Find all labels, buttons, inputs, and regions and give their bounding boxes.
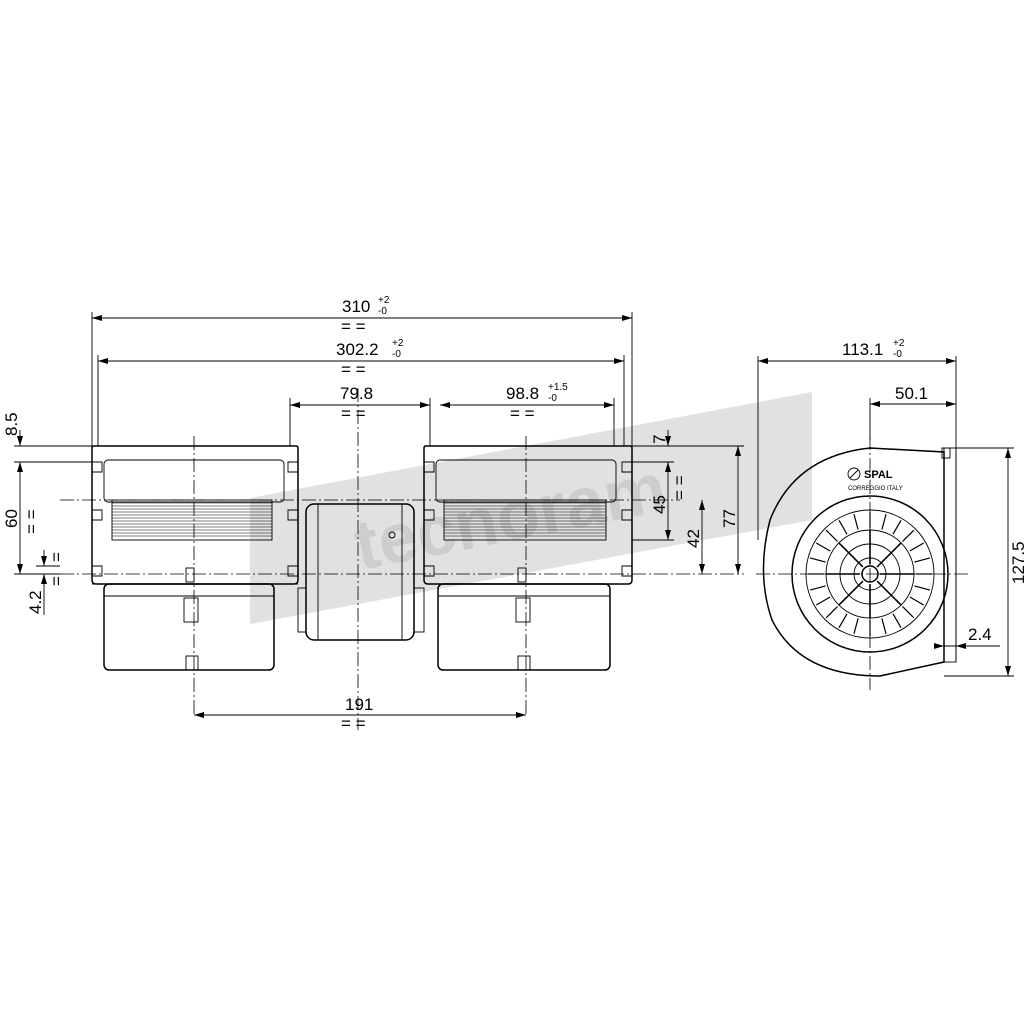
inlet-spoke bbox=[838, 580, 864, 606]
motor-body bbox=[297, 503, 425, 641]
logo-subtitle: CORREGGIO ITALY bbox=[848, 486, 903, 492]
sym-mark-191: = = bbox=[341, 714, 366, 733]
inlet-rib bbox=[881, 618, 887, 635]
inlet-rib bbox=[892, 613, 902, 628]
dim-scroll-width-tol-minus: -0 bbox=[548, 393, 557, 404]
dim-side-depth-tol-plus: +2 bbox=[893, 338, 905, 349]
sym-mark-302: = = bbox=[341, 360, 366, 379]
housing-clips bbox=[183, 567, 531, 671]
inlet-spoke bbox=[876, 542, 902, 568]
inlet-rib bbox=[909, 542, 924, 552]
dim-side-height: 127.5 bbox=[1009, 541, 1024, 584]
inlet-spoke bbox=[876, 580, 902, 606]
inlet-rib bbox=[881, 513, 887, 530]
left-scroll-housing bbox=[91, 445, 299, 671]
sym-mark-45: = = bbox=[670, 475, 689, 500]
dim-overall-length-tol-minus: -0 bbox=[378, 306, 387, 317]
watermark: tecnoram bbox=[250, 392, 812, 624]
inlet-rib bbox=[838, 520, 848, 535]
inlet-rib bbox=[809, 557, 826, 563]
inlet-rib bbox=[816, 542, 831, 552]
inlet-rib bbox=[909, 596, 924, 606]
dim-flange-thickness: 2.4 bbox=[968, 625, 992, 644]
dim-axis-to-top: 77 bbox=[720, 509, 739, 528]
dim-side-depth-tol-minus: -0 bbox=[893, 349, 902, 360]
inlet-rib bbox=[838, 613, 848, 628]
left-impeller-blades bbox=[112, 502, 272, 537]
sym-mark-988: = = bbox=[510, 404, 535, 423]
side-inlet-spokes bbox=[808, 512, 932, 636]
dim-outlet-offset-top: 8.5 bbox=[2, 412, 21, 436]
right-impeller-blades bbox=[444, 502, 606, 537]
inlet-rib bbox=[809, 585, 826, 591]
dim-scroll-width: 98.8 bbox=[506, 384, 539, 403]
dim-body-length-tol-plus: +2 bbox=[392, 338, 404, 349]
sym-mark-310: = = bbox=[341, 317, 366, 336]
dim-outlet-height: 60 bbox=[2, 509, 21, 528]
sym-mark-60: = = bbox=[22, 509, 41, 534]
inlet-rib bbox=[853, 513, 859, 530]
inlet-rib bbox=[825, 606, 838, 619]
dim-overall-length: 310 bbox=[342, 297, 370, 316]
sym-mark-42b: = bbox=[47, 576, 66, 586]
inlet-spoke bbox=[838, 542, 864, 568]
inlet-rib bbox=[853, 618, 859, 635]
side-dimensions: 113.1 +2 -0 50.1 127.5 2.4 bbox=[757, 338, 1024, 677]
dim-scroll-width-tol-plus: +1.5 bbox=[548, 382, 568, 393]
inlet-rib bbox=[892, 520, 902, 535]
dim-axis-to-outlet: 42 bbox=[684, 529, 703, 548]
dim-side-depth: 113.1 bbox=[842, 340, 883, 359]
sym-mark-798: = = bbox=[341, 404, 366, 423]
inlet-rib bbox=[914, 585, 931, 591]
front-view bbox=[60, 388, 744, 730]
inlet-rib bbox=[902, 529, 915, 542]
inlet-rib bbox=[816, 596, 831, 606]
dim-wheel-spacing: 191 bbox=[345, 695, 373, 714]
front-dimensions: 310 +2 -0 = = 302.2 +2 -0 = = 79.8 = = 9… bbox=[2, 295, 744, 733]
inlet-rib bbox=[825, 529, 838, 542]
inlet-rib bbox=[902, 606, 915, 619]
dim-shaft-offset: 4.2 bbox=[26, 590, 45, 614]
dim-motor-width: 79.8 bbox=[340, 384, 373, 403]
side-view: SPAL CORREGGIO ITALY bbox=[756, 436, 970, 690]
dim-outlet-inner: 45 bbox=[650, 495, 669, 514]
dim-flange-offset: 7 bbox=[650, 435, 669, 444]
dim-body-length-tol-minus: -0 bbox=[392, 349, 401, 360]
sym-mark-42a: = bbox=[47, 552, 66, 562]
inlet-rib bbox=[914, 557, 931, 563]
dim-inlet-to-flange: 50.1 bbox=[895, 384, 928, 403]
dim-body-length: 302.2 bbox=[336, 340, 379, 359]
dim-overall-length-tol-plus: +2 bbox=[378, 295, 390, 306]
logo-brand: SPAL bbox=[864, 469, 893, 481]
